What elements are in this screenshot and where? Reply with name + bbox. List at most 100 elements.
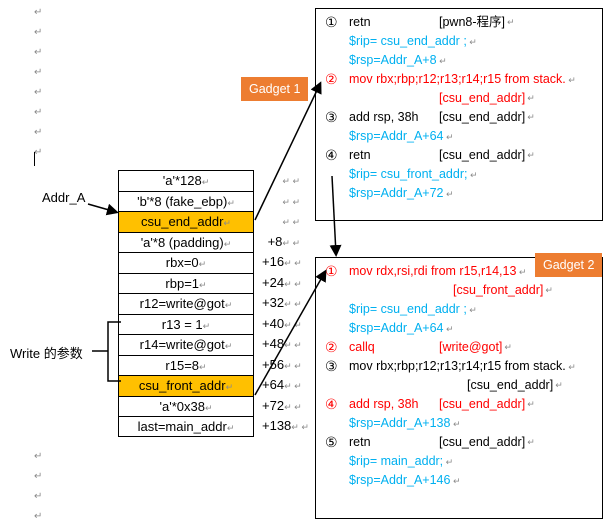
stack-cell: csu_front_addr↵ [118,375,254,396]
paragraph-mark: ↵ ↵ [282,196,300,207]
paragraph-mark: ↵ [34,87,43,98]
gadget2-step-line: $rsp=Addr_A+146 ↵ [349,473,461,487]
paragraph-mark: ↵ [201,177,210,187]
source-annotation: [csu_end_addr]↵ [439,110,535,124]
source-annotation: [csu_end_addr]↵ [439,397,535,411]
stack-offset-value: +32 [262,295,285,310]
paragraph-mark: ↵ [34,491,43,502]
stack-cell-label: 'a'*8 (padding) [140,234,224,250]
paragraph-mark: ↵ ↵ [282,176,300,186]
stack-cell: last=main_addr↵ [118,416,254,437]
gadget1-step-line: $rip= csu_end_addr ; ↵ [349,34,477,48]
paragraph-mark: ↵ [34,147,43,158]
gadget1-step-line: mov rbx;rbp;r12;r13;r14;r15 from stack. … [349,72,576,86]
instruction-text: mov rbx;rbp;r12;r13;r14;r15 from stack. [349,359,566,373]
gadget2-step-number: ⑤ [325,434,338,450]
gadget2-step-line: $rip= main_addr; ↵ [349,454,454,468]
instruction-text: $rsp=Addr_A+138 [349,416,451,430]
paragraph-mark: ↵ ↵ [284,340,302,350]
instruction-text: $rip= csu_end_addr ; [349,302,467,316]
stack-offset: +32↵ ↵ [262,293,310,314]
paragraph-mark: ↵ ↵ [284,278,302,289]
stack-cell-label: rbx=0 [165,255,199,270]
paragraph-mark: ↵ [34,7,43,18]
gadget2-step-line: add rsp, 38h [csu_end_addr]↵ [349,395,535,414]
instruction-text: callq [349,340,375,354]
gadget2-step-line: $rip= csu_end_addr ; ↵ [349,302,477,316]
stack-cell: r13 = 1↵ [118,313,254,334]
gadget2-step-number: ③ [325,358,338,374]
paragraph-mark: ↵ [34,67,43,78]
gadget1-step-line: $rsp=Addr_A+72 ↵ [349,186,454,200]
write-params-label: Write 的参数 [10,346,83,361]
gadget1-step-line: retn [csu_end_addr]↵ [349,146,535,165]
paragraph-mark: ↵ ↵ [284,258,302,268]
instruction-text: add rsp, 38h [349,110,419,124]
stack-offset-value: +138 [262,418,292,433]
paragraph-mark: ↵ [225,382,234,392]
stack-offset: +64↵ ↵ [262,375,310,396]
paragraph-mark: ↵ [34,511,43,522]
instruction-text: $rsp=Addr_A+64 [349,129,444,143]
gadget2-step-line: retn[csu_end_addr]↵ [349,433,535,452]
stack-offset: +56↵ ↵ [262,355,310,376]
paragraph-mark: ↵ [34,471,43,482]
instruction-text: $rsp=Addr_A+72 [349,186,444,200]
gadget1-step-line: add rsp, 38h [csu_end_addr]↵ [349,108,535,127]
paragraph-mark: ↵ [34,27,43,38]
stack-offset-value: +56 [262,356,285,372]
paragraph-mark: ↵ [223,218,231,228]
instruction-text: add rsp, 38h [349,397,419,411]
instruction-text: retn [349,15,371,29]
stack-offset: +40↵ ↵ [262,314,310,335]
stack-offset-value: +72 [262,397,285,413]
instruction-text: retn [349,435,371,449]
gadget2-step-number: ① [325,263,338,279]
paragraph-mark: ↵ [34,47,43,58]
gadget1-step-line: $rip= csu_front_addr; ↵ [349,167,478,181]
stack-cell: 'a'*0x38↵ [118,395,254,416]
stack-offset: ↵ ↵ [262,211,310,232]
stack-cell-label: csu_front_addr [138,378,226,393]
paragraph-mark: ↵ ↵ [282,217,300,227]
gadget1-step-line: $rsp=Addr_A+64 ↵ [349,129,454,143]
addr-a-label: Addr_A [42,190,86,205]
instruction-text: mov rdx,rsi,rdi from r15,r14,13 [349,264,517,278]
stack-cell-label: r13 = 1 [161,316,203,332]
paragraph-mark: ↵ ↵ [282,237,300,248]
gadget1-tag: Gadget 1 [241,77,309,101]
instruction-text: $rip= main_addr; [349,454,444,468]
gadget1-step-line: retn [pwn8-程序]↵ [349,13,515,32]
gadget2-tag: Gadget 2 [535,253,603,277]
paragraph-mark: ↵ ↵ [284,299,302,309]
source-annotation: [csu_end_addr]↵ [439,148,535,162]
instruction-text: mov rbx;rbp;r12;r13;r14;r15 from stack. [349,72,566,86]
instruction-text: $rsp=Addr_A+146 [349,473,451,487]
paragraph-mark: ↵ ↵ [284,319,302,330]
write-params-brace [92,321,121,382]
stack-cell: rbx=0↵ [118,252,254,273]
stack-offset-value: +64 [262,377,285,392]
stack-cell-label: 'b'*8 (fake_ebp) [137,193,228,209]
gadget2-step-number: ④ [325,396,338,412]
gadget2-step-number: ② [325,339,338,355]
stack-cell-label: 'a'*128 [162,173,202,188]
paragraph-mark: ↵ [202,320,211,331]
stack-offset: +24↵ ↵ [262,273,310,294]
paragraph-mark: ↵ [224,341,233,351]
source-annotation: [csu_end_addr]↵ [439,91,535,105]
stack-cell: r15=8↵ [118,354,254,375]
stack-offset-value: +48 [262,336,285,351]
stack-offset-value: +16 [262,254,285,269]
instruction-text: retn [349,148,371,162]
source-annotation: [write@got]↵ [439,340,512,354]
stack-cell-label: csu_end_addr [141,214,224,229]
paragraph-mark: ↵ [34,127,43,138]
gadget2-step-line: mov rbx;rbp;r12;r13;r14;r15 from stack. … [349,359,576,373]
stack-cell: 'b'*8 (fake_ebp)↵ [118,190,254,211]
source-annotation: [pwn8-程序]↵ [439,15,515,29]
stack-cell-label: 'a'*0x38 [159,398,205,414]
stack-cell: 'a'*8 (padding)↵ [118,231,254,252]
